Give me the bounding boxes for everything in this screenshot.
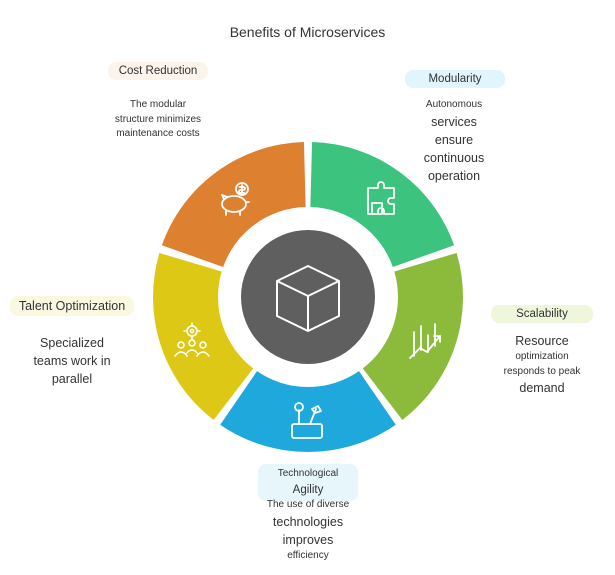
segment-talent-optimization [153,252,254,420]
segment-connector-technological-agility [292,365,324,384]
talent-optimization-description: Specialized teams work in parallel [33,336,111,387]
talent-optimization-label: Talent Optimization [10,296,134,316]
growth-chart-icon [409,323,441,359]
segment-connector-scalability [368,303,395,337]
tools-icon [291,402,323,439]
segment-scalability [362,252,463,420]
cost-reduction-description: The modular structure minimizes maintena… [114,99,202,139]
scalability-description: Resource optimization responds to peak d… [503,334,581,396]
piggy-bank-icon [221,182,250,216]
segment-connector-cost-reduction [245,218,281,252]
puzzle-icon [367,181,395,215]
team-gear-icon [174,322,210,357]
segment-cost-reduction [161,142,306,267]
technological-agility-description: The use of diverse technologies improves… [266,499,350,561]
ring-segments [153,142,463,452]
segment-connector-modularity [335,218,371,252]
scalability-label: Scalability [491,305,593,323]
modularity-label: Modularity [405,70,505,88]
modularity-description: Autonomous services ensure continuous op… [423,99,485,183]
segment-connector-talent-optimization [221,303,248,337]
cube-icon [276,265,340,332]
diagram-title: Benefits of Microservices [229,24,386,40]
segment-technological-agility [220,371,396,452]
technological-agility-label: Technological Agility [258,464,358,502]
cost-reduction-label: Cost Reduction [108,62,208,80]
